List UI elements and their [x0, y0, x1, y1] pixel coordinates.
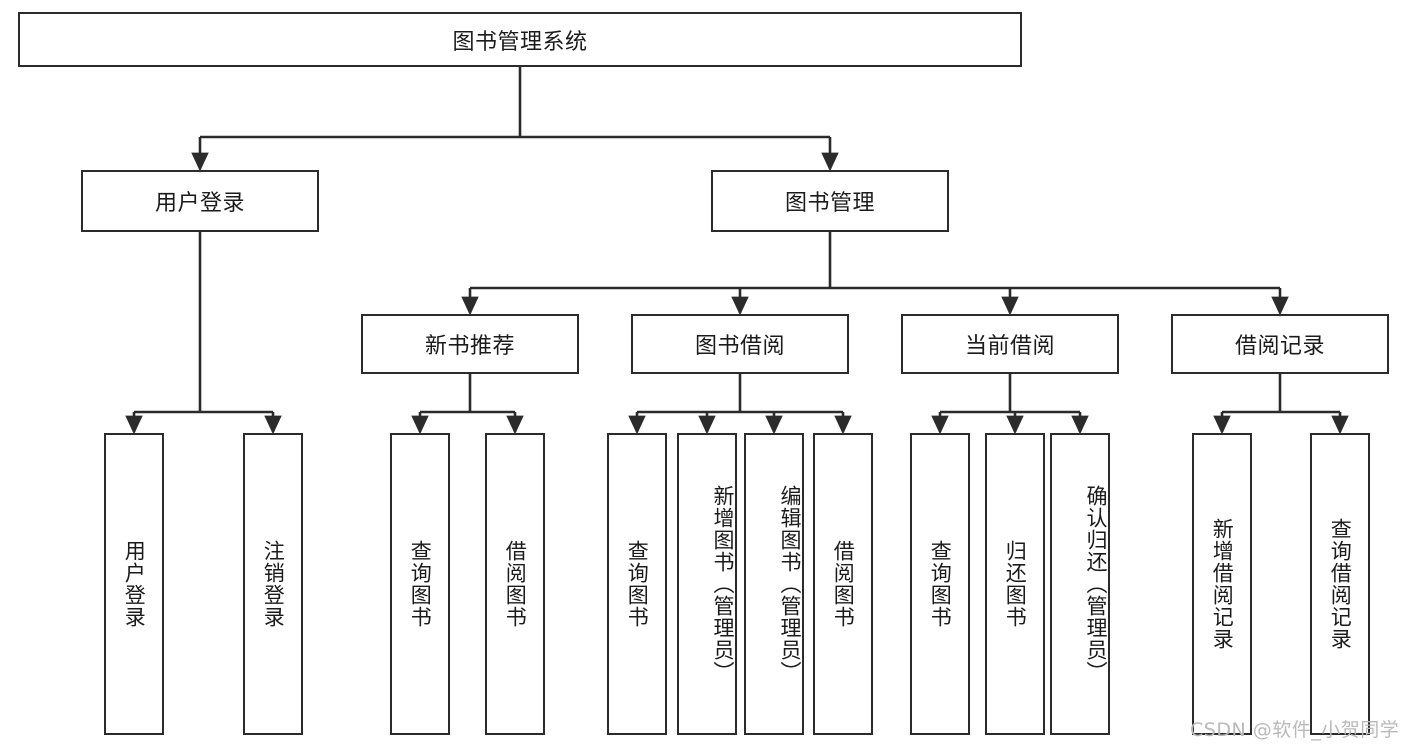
node-label: 借阅记录 — [1234, 334, 1325, 359]
node-label: 查询图书 — [408, 540, 433, 628]
root-node-root[interactable]: 图书管理系统 — [18, 12, 1022, 67]
level3-node-new-book-recommend[interactable]: 新书推荐 — [361, 314, 579, 374]
leaf-node-leaf-add-book-admin[interactable]: 新增图书（管理员） — [677, 433, 737, 735]
leaf-node-leaf-logout[interactable]: 注销登录 — [243, 433, 303, 735]
leaf-node-leaf-user-login[interactable]: 用户登录 — [104, 433, 164, 735]
leaf-node-leaf-confirm-return-admin[interactable]: 确认归还（管理员） — [1050, 433, 1110, 735]
level3-node-current-borrow[interactable]: 当前借阅 — [901, 314, 1119, 374]
node-label: 查询图书 — [625, 540, 650, 628]
node-label: 新书推荐 — [424, 334, 515, 359]
node-label: 确认归还（管理员） — [1084, 485, 1108, 683]
node-label: 新增借阅记录 — [1210, 518, 1235, 650]
leaf-node-leaf-borrow-book-recommend[interactable]: 借阅图书 — [485, 433, 545, 735]
level3-node-book-borrow[interactable]: 图书借阅 — [631, 314, 849, 374]
node-label: 图书管理 — [784, 191, 875, 216]
node-label: 借阅图书 — [503, 540, 528, 628]
node-label: 查询借阅记录 — [1328, 518, 1353, 650]
level3-node-borrow-record[interactable]: 借阅记录 — [1171, 314, 1389, 374]
leaf-node-leaf-edit-book-admin[interactable]: 编辑图书（管理员） — [744, 433, 804, 735]
node-label: 编辑图书（管理员） — [778, 485, 802, 683]
level2-node-user-login[interactable]: 用户登录 — [81, 170, 319, 232]
leaf-node-leaf-query-borrow-record[interactable]: 查询借阅记录 — [1310, 433, 1370, 735]
leaf-node-leaf-borrow-book[interactable]: 借阅图书 — [813, 433, 873, 735]
node-label: 查询图书 — [928, 540, 953, 628]
leaf-node-leaf-query-book-borrow[interactable]: 查询图书 — [607, 433, 667, 735]
node-label: 新增图书（管理员） — [711, 485, 735, 683]
level2-node-book-management[interactable]: 图书管理 — [711, 170, 949, 232]
leaf-node-leaf-return-book[interactable]: 归还图书 — [985, 433, 1045, 735]
node-label: 图书管理系统 — [452, 29, 588, 55]
leaf-node-leaf-query-book-current[interactable]: 查询图书 — [910, 433, 970, 735]
node-label: 图书借阅 — [694, 334, 785, 359]
node-label: 用户登录 — [154, 191, 245, 216]
node-label: 当前借阅 — [964, 334, 1055, 359]
node-label: 注销登录 — [261, 540, 286, 628]
node-label: 借阅图书 — [831, 540, 856, 628]
node-label: 归还图书 — [1003, 540, 1028, 628]
leaf-node-leaf-add-borrow-record[interactable]: 新增借阅记录 — [1192, 433, 1252, 735]
leaf-node-leaf-query-book-recommend[interactable]: 查询图书 — [390, 433, 450, 735]
node-label: 用户登录 — [122, 540, 147, 628]
csdn-watermark: CSDN @软件_小贺同学 — [1190, 719, 1400, 741]
